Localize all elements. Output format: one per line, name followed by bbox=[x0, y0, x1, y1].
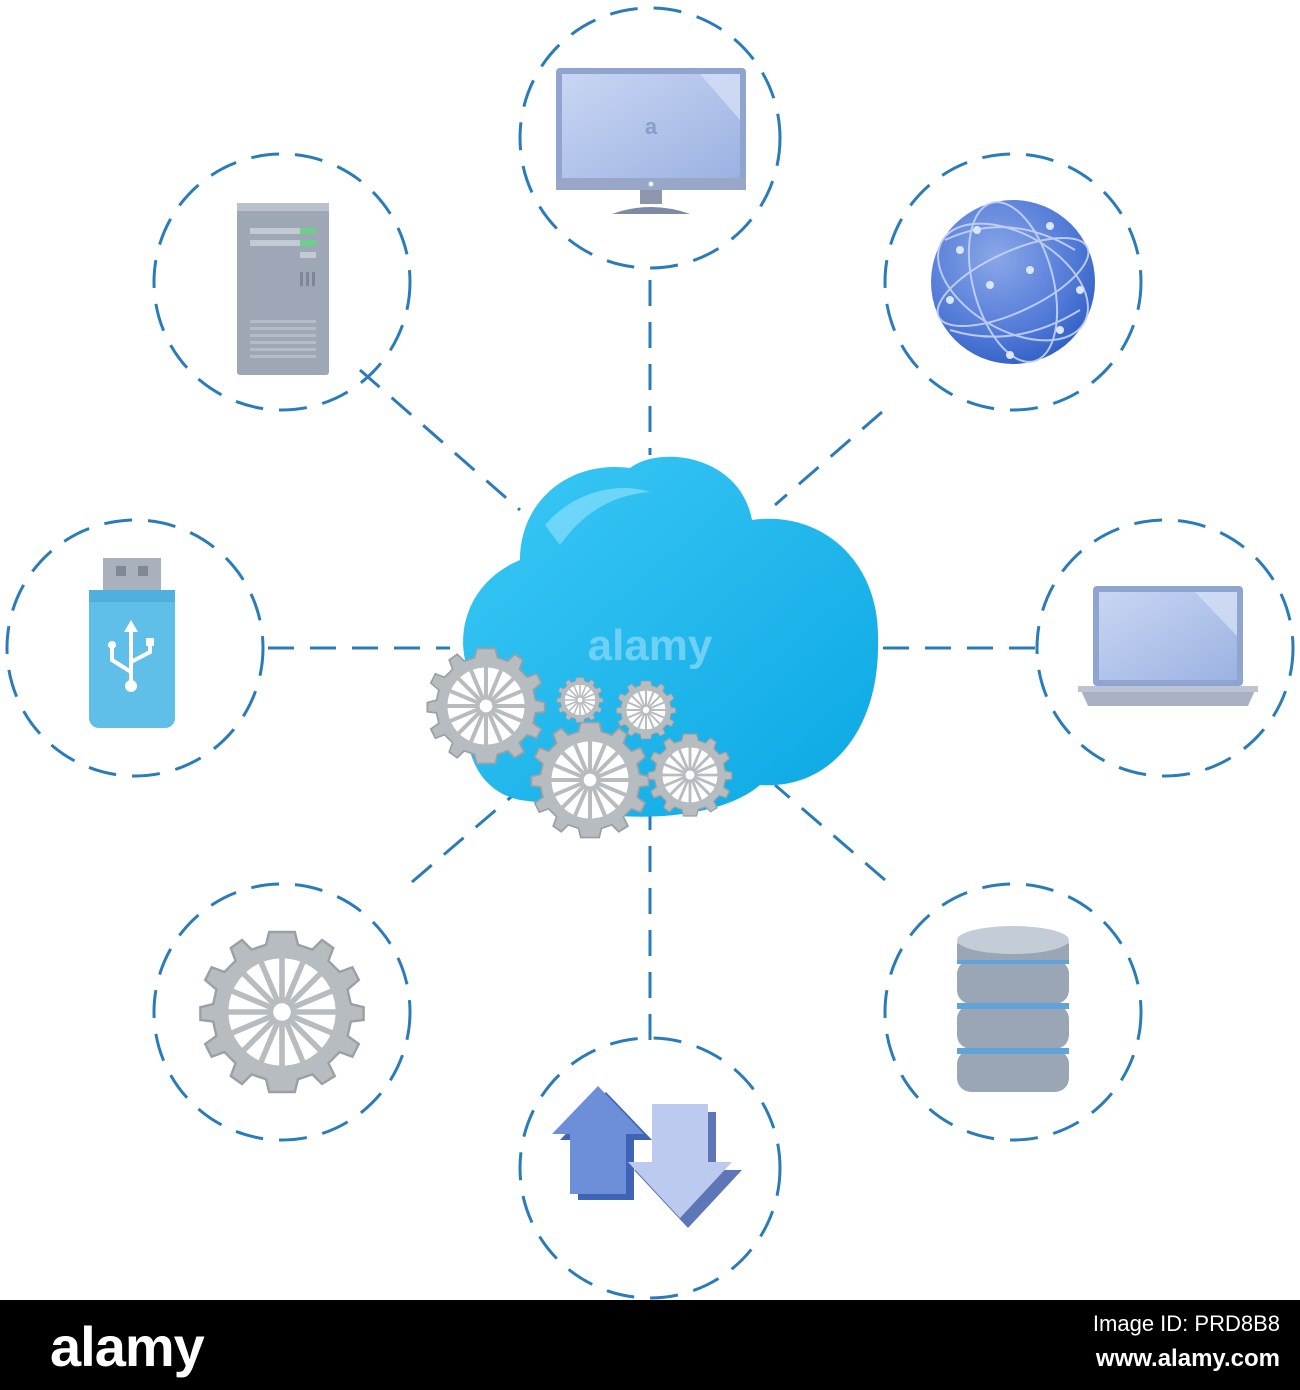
upload-download-arrows-icon bbox=[552, 1086, 742, 1228]
connector-server bbox=[359, 368, 521, 512]
ring-arrows bbox=[518, 1036, 782, 1300]
usb-drive-icon bbox=[89, 558, 175, 728]
ring-globe bbox=[883, 152, 1143, 412]
ring-laptop bbox=[1035, 518, 1295, 778]
footer-image-id: Image ID: PRD8B8 bbox=[1092, 1311, 1280, 1336]
connector-database bbox=[774, 783, 886, 882]
ring-usb bbox=[5, 518, 265, 778]
monitor-icon: a bbox=[556, 68, 746, 214]
monitor-watermark: a bbox=[645, 114, 658, 139]
ring-database bbox=[883, 882, 1143, 1142]
laptop-icon bbox=[1078, 586, 1258, 706]
cloud-gears-icon: alamy bbox=[427, 456, 879, 838]
ring-server bbox=[152, 152, 412, 412]
watermark-footer-bar: alamy Image ID: PRD8B8 www.alamy.com bbox=[0, 1300, 1300, 1390]
database-icon bbox=[957, 926, 1069, 1092]
server-tower-icon bbox=[237, 203, 329, 375]
globe-icon bbox=[931, 200, 1095, 364]
footer-image-info: Image ID: PRD8B8 www.alamy.com bbox=[1085, 1300, 1300, 1390]
footer-site: www.alamy.com bbox=[1095, 1345, 1280, 1372]
connector-globe bbox=[774, 410, 883, 507]
cloud-watermark: alamy bbox=[588, 621, 713, 670]
ring-monitor bbox=[518, 6, 782, 270]
footer-logo: alamy bbox=[50, 1315, 205, 1378]
connector-lines bbox=[268, 280, 1035, 1040]
node-rings bbox=[5, 6, 1295, 1300]
gear-icon bbox=[200, 932, 363, 1092]
connector-gear bbox=[411, 783, 526, 884]
ring-gear bbox=[152, 882, 412, 1142]
cloud-network-diagram: a bbox=[5, 6, 1295, 1300]
